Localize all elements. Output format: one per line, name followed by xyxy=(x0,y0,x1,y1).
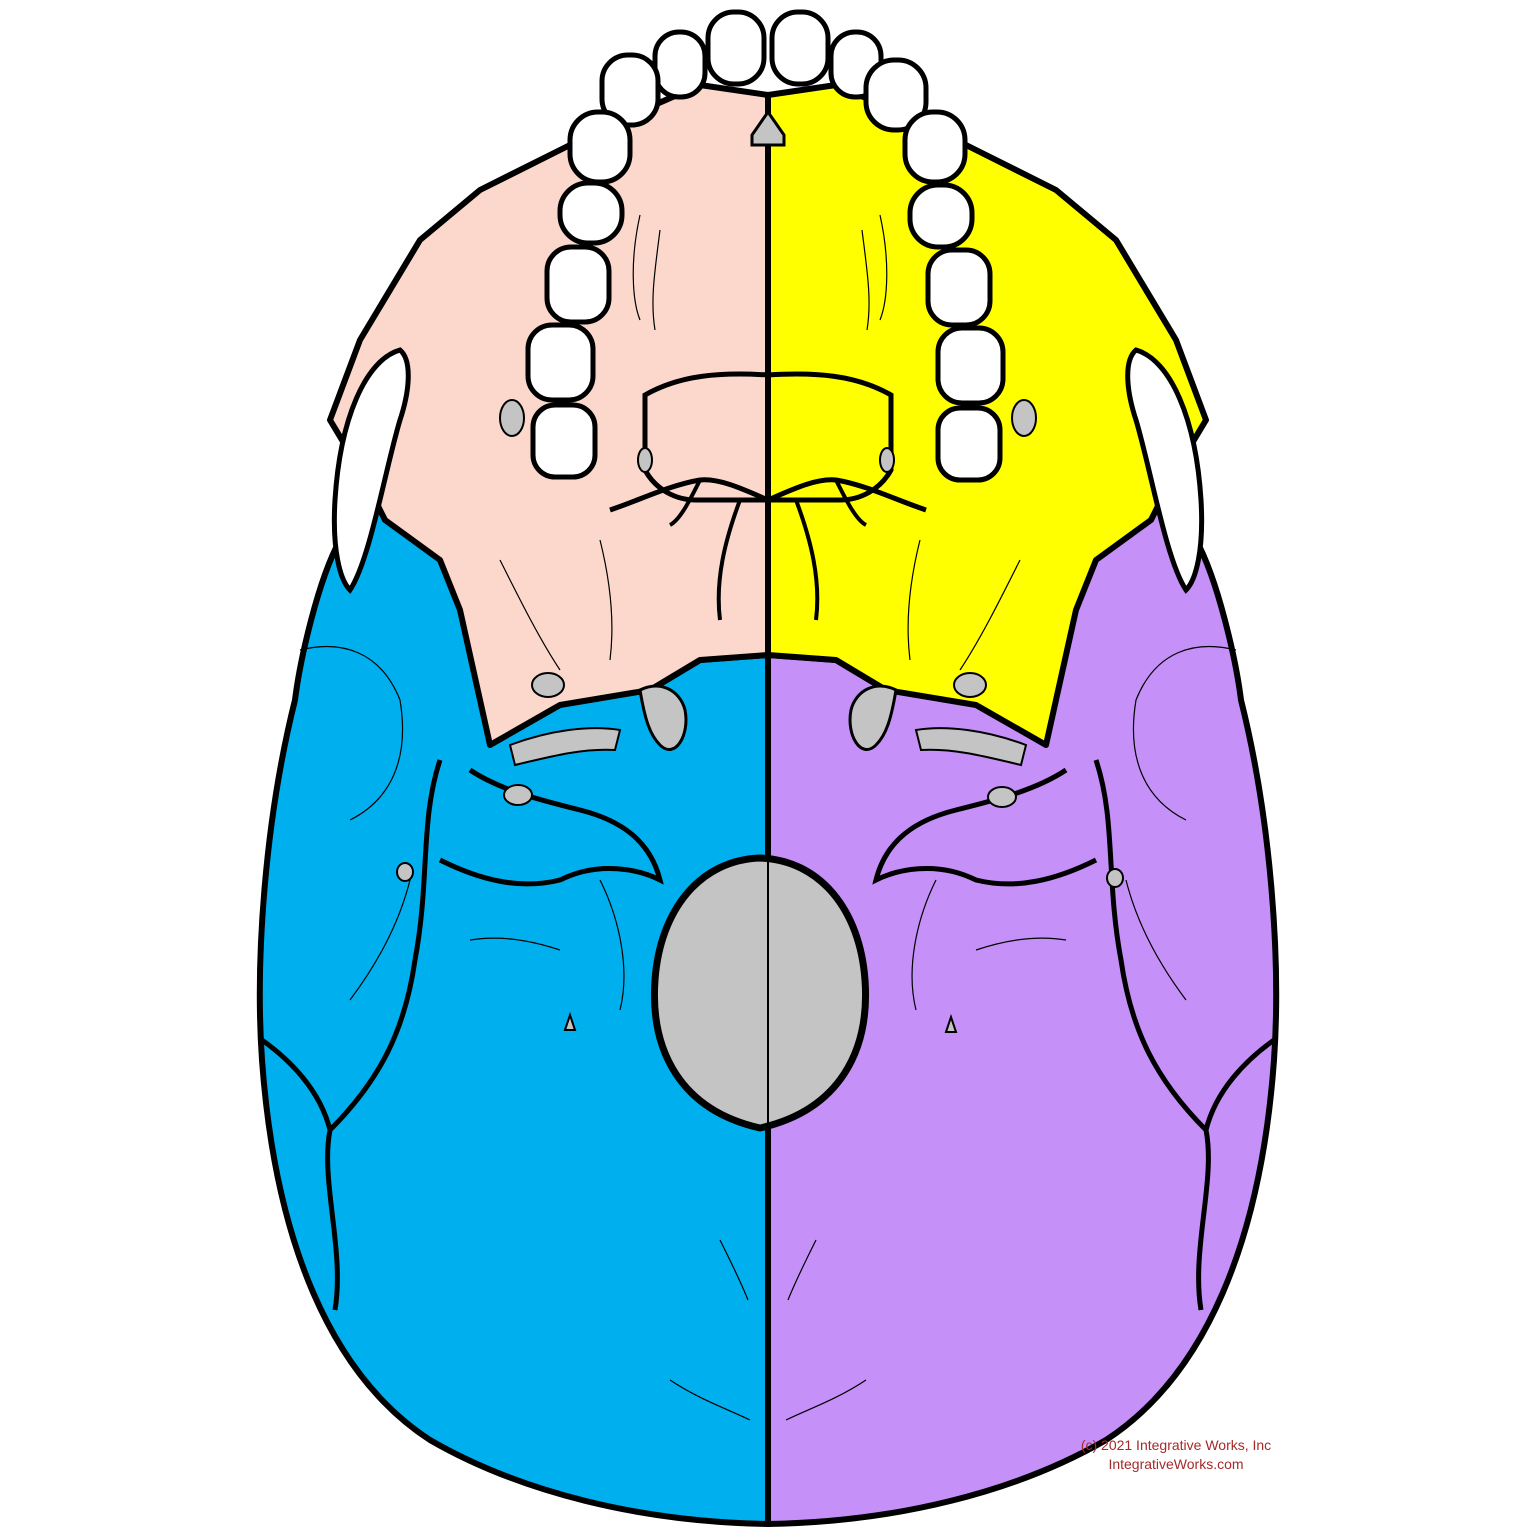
tooth xyxy=(905,112,965,182)
copyright-text: (c) 2021 Integrative Works, Inc xyxy=(1056,1437,1296,1453)
left-foramen-ovale xyxy=(954,673,986,697)
tooth xyxy=(772,12,828,84)
tooth xyxy=(708,12,764,84)
right-orbital-fissure xyxy=(500,400,524,436)
left-orbital-fissure xyxy=(1012,400,1036,436)
tooth xyxy=(928,250,990,325)
tooth xyxy=(547,247,609,322)
tooth xyxy=(910,185,972,247)
tooth xyxy=(528,325,593,400)
left-jugular-foramen xyxy=(988,787,1016,807)
tooth xyxy=(655,32,705,97)
left-greater-palatine-foramen xyxy=(880,448,894,472)
tooth xyxy=(560,183,622,243)
tooth xyxy=(533,405,595,477)
website-link[interactable]: IntegrativeWorks.com xyxy=(1056,1456,1296,1472)
right-stylomastoid-foramen xyxy=(397,863,413,881)
right-jugular-foramen xyxy=(504,785,532,805)
right-greater-palatine-foramen xyxy=(638,448,652,472)
foramen-magnum xyxy=(654,858,865,1128)
tooth xyxy=(938,328,1003,403)
tooth xyxy=(570,112,630,182)
right-foramen-ovale xyxy=(532,673,564,697)
left-stylomastoid-foramen xyxy=(1107,869,1123,887)
tooth xyxy=(938,408,1000,480)
